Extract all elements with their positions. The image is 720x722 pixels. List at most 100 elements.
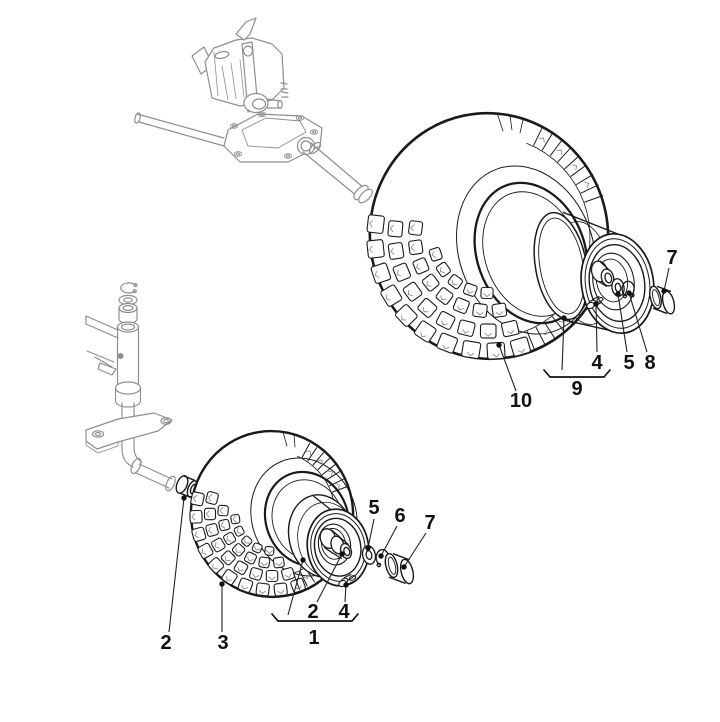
tread-slat	[557, 147, 572, 163]
group-bracket-9-leader	[561, 317, 565, 371]
spindle-circlip-lug	[132, 289, 137, 294]
callout-5-upper-dot	[615, 291, 621, 297]
tread-block	[417, 298, 438, 318]
callout-2-bushing-leader	[168, 497, 185, 633]
group-bracket-9	[543, 369, 611, 378]
tread-slat	[301, 442, 311, 458]
tread-block	[205, 491, 219, 505]
callout-7-lower-dot	[401, 564, 407, 570]
tread-slat	[299, 571, 308, 587]
cap-sides	[388, 553, 410, 584]
transaxle-oil-cap	[214, 50, 230, 60]
tread-block	[408, 239, 424, 256]
callout-5-upper: 5	[623, 352, 634, 374]
tread-block	[189, 509, 203, 524]
slat-chevron	[571, 164, 578, 171]
tread-slat	[584, 195, 604, 203]
axle-bearing-bore	[300, 140, 312, 152]
tread-block	[479, 323, 497, 339]
spindle-circlip	[120, 282, 137, 294]
axle-plate	[85, 412, 173, 450]
callout-6-lower-leader	[380, 525, 398, 557]
hub-tube-bore	[604, 272, 613, 284]
tread-block	[394, 304, 418, 327]
transaxle-reference	[134, 17, 373, 204]
slat-chevron	[335, 483, 341, 490]
flange-bolt-bosses	[229, 111, 319, 159]
slat-chevron	[317, 459, 323, 466]
callout-8-upper: 8	[644, 352, 655, 374]
front-rim-bead-ring	[313, 517, 362, 577]
slat-chevron	[556, 149, 562, 155]
callout-5-upper-leader	[617, 293, 628, 353]
tie-rod-lower	[86, 350, 115, 368]
tread-block	[264, 546, 275, 556]
snap-ring-lug	[376, 562, 382, 568]
cap-back-inner	[387, 556, 397, 575]
callout-10: 10	[510, 390, 532, 412]
tread-block	[472, 302, 488, 318]
tread-block	[207, 557, 225, 574]
lower-collar-top	[114, 381, 142, 395]
group-bracket-9-dot	[561, 315, 567, 321]
tread-block	[233, 525, 245, 537]
tread-slat	[549, 139, 563, 156]
rim-face-ring2	[584, 238, 651, 329]
valve-tip	[348, 575, 357, 581]
callout-8-upper-leader	[628, 292, 648, 353]
tread-slat	[552, 316, 565, 333]
tread-block	[387, 220, 404, 238]
front-spindle-reference	[85, 282, 176, 492]
rear-tread-blocks	[366, 214, 531, 360]
tread-block	[366, 239, 385, 259]
pivot-boss	[243, 92, 269, 114]
front-hub-sides	[323, 529, 341, 554]
tread-block	[452, 297, 470, 314]
tread-block	[392, 262, 412, 282]
tread-slat	[526, 331, 535, 350]
callout-7-upper: 7	[666, 247, 677, 269]
tread-slat	[312, 452, 324, 466]
tread-block	[509, 336, 531, 357]
callout-7-lower-leader	[403, 532, 427, 568]
pivot-stub	[266, 98, 281, 109]
snap-ring-lug	[630, 292, 635, 298]
tread-block	[265, 569, 279, 583]
axle-housing-cover	[241, 117, 307, 149]
tread-block	[480, 286, 494, 300]
plate-hole-left	[91, 430, 105, 438]
tread-slat	[329, 478, 345, 487]
pivot-stub-end	[277, 99, 283, 110]
rim-dish	[592, 252, 635, 311]
right-axle-tip	[358, 188, 373, 204]
rear-wheel-assembly	[366, 111, 676, 361]
shoulder-arc	[512, 142, 591, 336]
pivot-bore	[251, 98, 267, 110]
tread-block	[408, 220, 424, 236]
tread-slat	[544, 322, 556, 339]
callout-5-lower-leader	[367, 518, 375, 549]
callout-10-leader	[498, 344, 517, 392]
callout-6-lower-dot	[378, 553, 384, 559]
callout-2-hub-dot	[339, 551, 345, 557]
front-rim-dish	[317, 523, 352, 566]
snap-ring-lug	[622, 293, 628, 299]
spindle-bend-washer	[130, 457, 142, 475]
left-axle-end	[134, 112, 141, 124]
tread-block	[211, 537, 226, 553]
rim-bead-ring	[588, 244, 646, 322]
tread-block	[230, 513, 241, 525]
tread-block	[251, 542, 263, 554]
top-bushing-rim	[118, 302, 138, 314]
tie-rod-tab	[97, 362, 117, 376]
tread-block	[387, 242, 405, 260]
tread-block	[190, 491, 205, 507]
callout-7-upper-leader	[663, 267, 670, 292]
tread-block	[237, 577, 254, 593]
tread-block	[370, 262, 392, 284]
tread-block	[249, 567, 263, 581]
callout-5-lower-dot	[365, 545, 371, 551]
tread-slat	[307, 447, 318, 462]
cap-back-inner	[652, 289, 660, 307]
